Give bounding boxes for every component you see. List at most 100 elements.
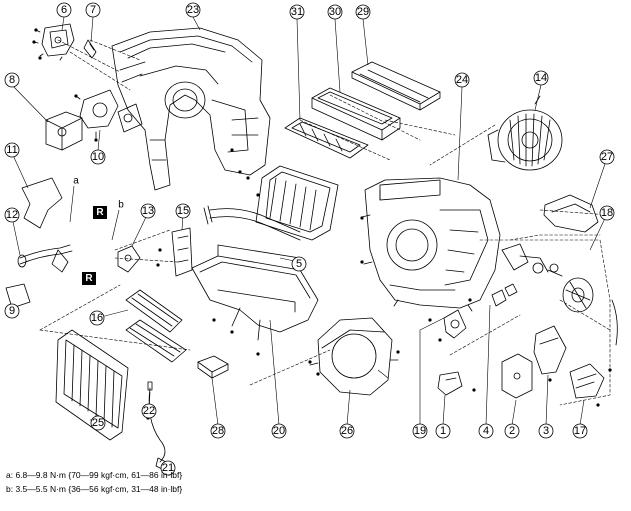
svg-text:10: 10 xyxy=(92,151,104,163)
callout-21: 21 xyxy=(160,460,176,476)
svg-text:27: 27 xyxy=(601,151,613,163)
svg-text:3: 3 xyxy=(543,425,549,437)
svg-text:12: 12 xyxy=(6,209,18,221)
callout-8: 8 xyxy=(4,72,20,88)
svg-text:19: 19 xyxy=(414,425,426,437)
resistor xyxy=(569,363,605,399)
mode-linkage xyxy=(501,243,618,346)
svg-text:31: 31 xyxy=(291,6,303,18)
callout-6: 6 xyxy=(56,2,72,18)
callout-29: 29 xyxy=(355,4,371,20)
torque-marker-a: a xyxy=(73,176,79,187)
mode-actuator-lower xyxy=(533,325,567,375)
callout-13: 13 xyxy=(140,203,156,219)
svg-text:16: 16 xyxy=(91,312,103,324)
heater-core xyxy=(55,329,129,441)
svg-text:23: 23 xyxy=(187,4,199,16)
reuse-mark-lower: R xyxy=(82,272,96,285)
svg-text:1: 1 xyxy=(440,425,446,437)
svg-text:5: 5 xyxy=(296,258,302,270)
air-filter xyxy=(351,61,441,111)
intake-frame xyxy=(284,117,369,159)
callout-12: 12 xyxy=(4,207,20,223)
svg-text:2: 2 xyxy=(509,425,515,437)
svg-text:R: R xyxy=(85,273,93,284)
svg-text:13: 13 xyxy=(142,205,154,217)
blower-motor xyxy=(487,95,563,171)
svg-text:7: 7 xyxy=(90,4,96,16)
callout-7: 7 xyxy=(85,2,101,18)
torque-spec-a: a: 6.8—9.8 N·m {70—99 kgf·cm, 61—86 in·l… xyxy=(6,470,183,480)
callout-19: 19 xyxy=(412,423,428,439)
callout-9: 9 xyxy=(4,303,20,319)
lower-housing xyxy=(309,317,399,396)
callout-5: 5 xyxy=(291,256,307,272)
svg-text:R: R xyxy=(96,207,104,218)
svg-text:20: 20 xyxy=(273,425,285,437)
pipe-bracket xyxy=(171,227,193,277)
svg-text:8: 8 xyxy=(9,74,15,86)
svg-text:9: 9 xyxy=(9,305,15,317)
svg-text:18: 18 xyxy=(601,207,613,219)
blower-cover xyxy=(543,194,599,233)
svg-text:26: 26 xyxy=(341,425,353,437)
air-mix-actuator xyxy=(33,23,75,61)
svg-text:22: 22 xyxy=(143,405,155,417)
callout-4: 4 xyxy=(478,423,494,439)
svg-text:4: 4 xyxy=(483,425,489,437)
fasteners xyxy=(32,28,612,420)
filter-pair xyxy=(125,289,187,363)
torque-marker-b: b xyxy=(118,200,124,211)
seal-pad xyxy=(5,283,31,309)
svg-text:6: 6 xyxy=(61,4,67,16)
foam-pad xyxy=(45,111,83,151)
refrigerant-pipes xyxy=(203,205,301,241)
callout-20: 20 xyxy=(271,423,287,439)
svg-text:21: 21 xyxy=(162,462,174,474)
callout-18: 18 xyxy=(599,205,615,221)
assembly-guide-lines xyxy=(39,39,611,406)
callout-27: 27 xyxy=(599,149,615,165)
callout-23: 23 xyxy=(185,2,201,18)
callout-26: 26 xyxy=(339,423,355,439)
heater-pipe xyxy=(17,244,73,273)
svg-text:24: 24 xyxy=(456,74,468,86)
control-actuator xyxy=(443,309,467,339)
torque-marker-b-leader xyxy=(111,209,120,241)
leader-lines xyxy=(11,16,608,469)
svg-text:29: 29 xyxy=(357,6,369,18)
callout-16: 16 xyxy=(89,310,105,326)
callout-14: 14 xyxy=(533,70,549,86)
svg-text:15: 15 xyxy=(177,205,189,217)
mode-actuator xyxy=(75,89,143,139)
callouts: 6 7 23 31 30 29 8 24 14 10 11 27 12 13 1… xyxy=(4,2,615,476)
callout-22: 22 xyxy=(141,403,157,419)
foam-block xyxy=(197,355,229,379)
link-pin xyxy=(83,39,97,59)
svg-text:28: 28 xyxy=(212,425,224,437)
reuse-mark-upper: R xyxy=(93,206,107,219)
callout-15: 15 xyxy=(175,203,191,219)
torque-spec-b: b: 3.5—5.5 N·m {36—56 kgf·cm, 31—48 in·l… xyxy=(6,484,183,494)
svg-text:11: 11 xyxy=(6,144,17,156)
evaporator xyxy=(255,165,339,241)
callout-10: 10 xyxy=(90,149,106,165)
upper-case xyxy=(111,27,271,191)
callout-2: 2 xyxy=(504,423,520,439)
svg-text:25: 25 xyxy=(92,417,104,429)
svg-text:14: 14 xyxy=(535,72,547,84)
callout-28: 28 xyxy=(210,423,226,439)
filter-housing xyxy=(311,87,401,141)
bracket xyxy=(437,371,463,396)
callout-31: 31 xyxy=(289,4,305,20)
main-case xyxy=(361,177,501,312)
damper-pad xyxy=(501,353,533,399)
svg-text:30: 30 xyxy=(329,6,341,18)
expansion-valve xyxy=(117,245,141,273)
torque-marker-a-leader xyxy=(69,185,75,223)
callout-24: 24 xyxy=(454,72,470,88)
callout-3: 3 xyxy=(538,423,554,439)
callout-1: 1 xyxy=(435,423,451,439)
callout-25: 25 xyxy=(90,415,106,431)
